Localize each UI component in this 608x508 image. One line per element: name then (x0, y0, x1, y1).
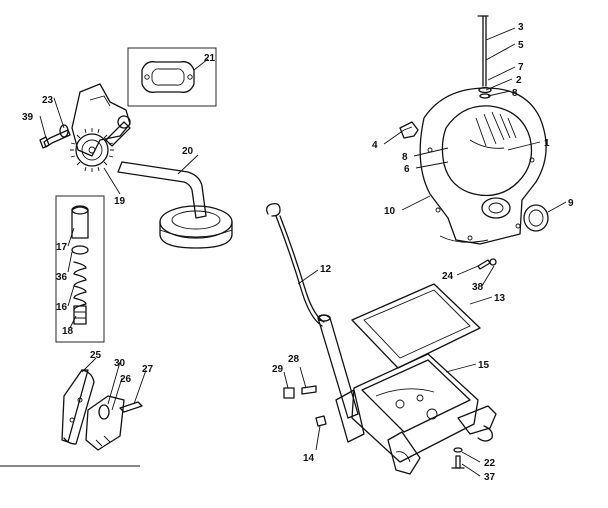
callout-8a: 8 (512, 88, 518, 99)
callout-18: 18 (62, 326, 74, 337)
callout-10: 10 (384, 206, 396, 217)
callout-26: 26 (120, 374, 132, 385)
callout-12: 12 (320, 264, 332, 275)
callout-19: 19 (114, 196, 126, 207)
callout-23: 23 (42, 95, 54, 106)
callout-28: 28 (288, 354, 300, 365)
callout-13: 13 (494, 293, 506, 304)
callout-29: 29 (272, 364, 284, 375)
base-gasket-13 (351, 283, 481, 369)
callout-27: 27 (142, 364, 154, 375)
gasket-inset-21 (127, 47, 217, 107)
callout-38a: 38 (472, 282, 484, 293)
callout-labels: 1 2 3 4 5 6 7 8 8 9 10 12 13 14 15 16 17… (22, 22, 574, 483)
spring-inset-box (55, 195, 105, 343)
callout-24: 24 (442, 271, 454, 282)
callout-20: 20 (182, 146, 194, 157)
oil-seal-9 (523, 204, 549, 232)
dipstick-12 (266, 202, 359, 419)
screw-24 (477, 258, 497, 270)
breather-assembly (61, 369, 143, 451)
callout-3: 3 (518, 22, 524, 33)
callout-5: 5 (518, 40, 524, 51)
callout-39: 39 (22, 112, 34, 123)
callout-37: 37 (484, 472, 496, 483)
crankcase-base-15 (335, 353, 497, 475)
callout-25: 25 (90, 350, 102, 361)
callout-15: 15 (478, 360, 490, 371)
callout-6: 6 (404, 164, 410, 175)
callout-22: 22 (484, 458, 496, 469)
callout-17: 17 (56, 242, 68, 253)
small-hardware (283, 385, 465, 469)
callout-1: 1 (544, 138, 550, 149)
callout-9: 9 (568, 198, 574, 209)
callout-16: 16 (56, 302, 68, 313)
oil-pickup-20 (117, 161, 233, 249)
callout-14: 14 (303, 453, 315, 464)
callout-36: 36 (56, 272, 68, 283)
callout-2: 2 (516, 75, 522, 86)
callout-4: 4 (372, 140, 378, 151)
oil-pump-assembly (39, 83, 131, 172)
callout-30: 30 (114, 358, 126, 369)
crankcase-cover-1 (419, 87, 547, 245)
leader-lines (39, 27, 567, 477)
callout-8b: 8 (402, 152, 408, 163)
callout-7: 7 (518, 62, 524, 73)
callout-21: 21 (204, 53, 216, 64)
governor-shaft-3 (399, 15, 492, 139)
